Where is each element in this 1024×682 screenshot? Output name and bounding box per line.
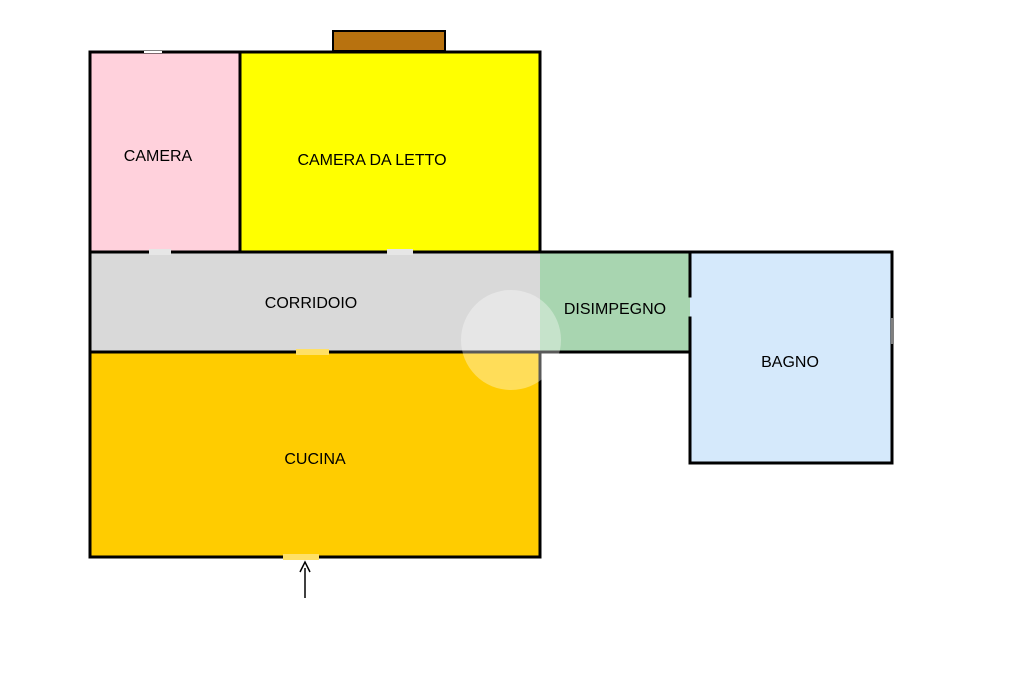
room-cucina [90,352,540,557]
door-camera-da-letto [387,249,413,255]
label-camera: CAMERA [124,148,193,165]
label-disimpegno: DISIMPEGNO [564,301,666,318]
room-disimpegno [540,252,690,352]
room-camera [90,52,240,252]
entrance-arrow-icon [299,560,311,598]
door-camera [149,249,171,255]
label-camera-da-letto: CAMERA DA LETTO [297,152,446,169]
house-watermark-icon [461,290,561,390]
label-bagno: BAGNO [761,354,819,371]
room-bagno [690,252,892,463]
walls [88,50,894,559]
room-corridoio [90,252,540,352]
door-entrance [283,554,319,560]
label-corridoio: CORRIDOIO [265,295,357,312]
door-cucina [296,349,329,355]
label-cucina: CUCINA [284,451,346,468]
room-camera-da-letto [240,52,540,252]
balcony [332,30,446,52]
